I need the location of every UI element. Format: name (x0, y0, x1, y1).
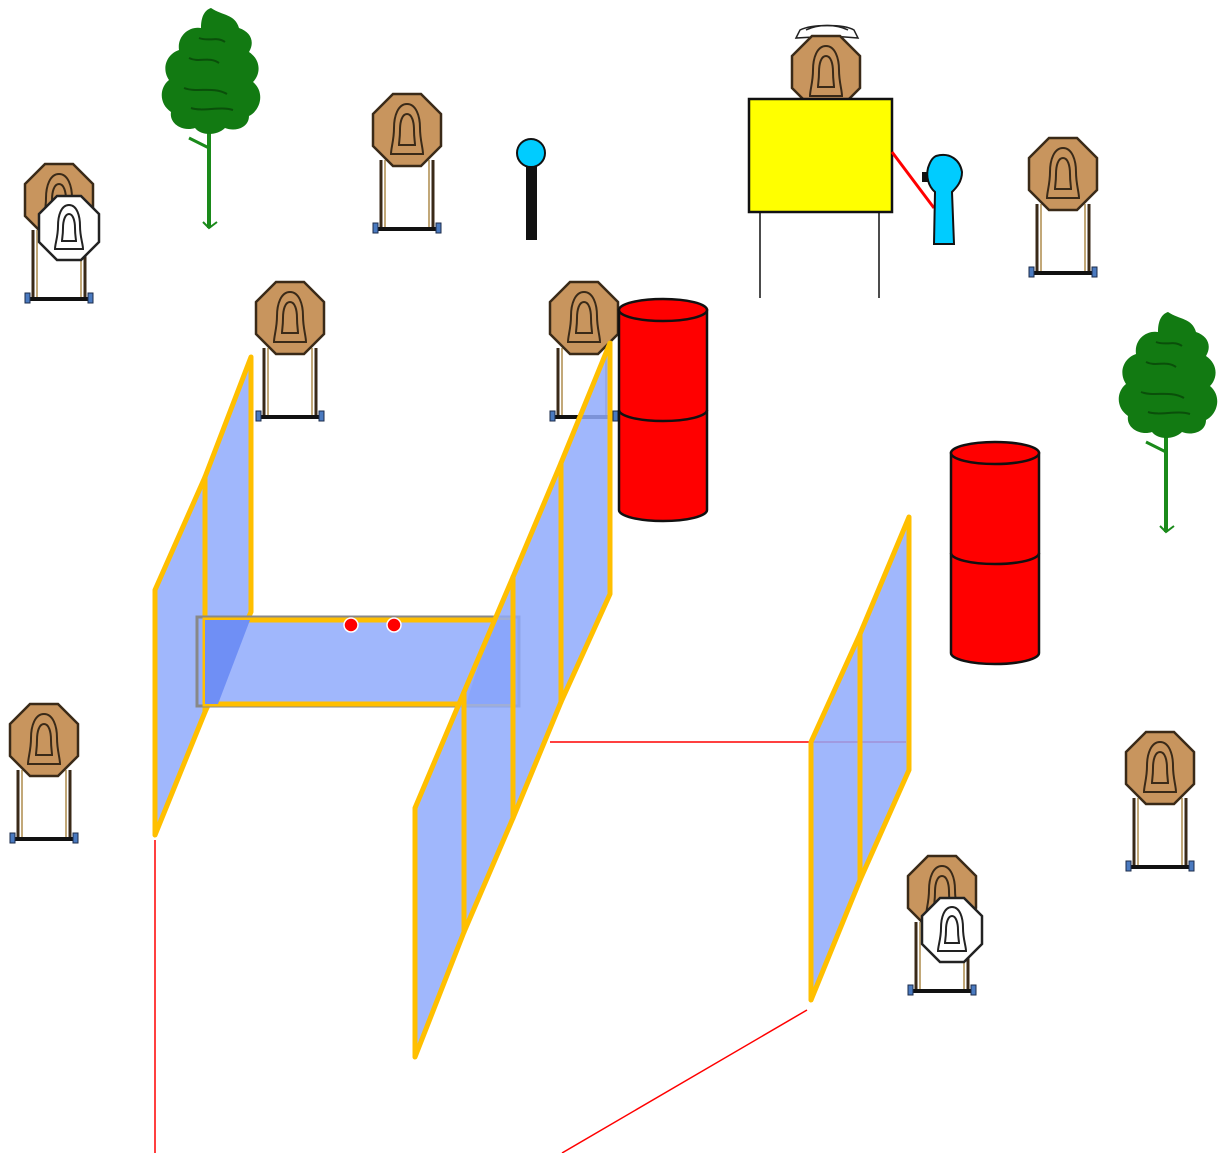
barrel-stack (951, 442, 1039, 664)
swinger-target (749, 26, 934, 299)
wall-panel-icon (811, 517, 909, 1000)
paper-target (1126, 732, 1194, 871)
swinger-box (749, 99, 892, 212)
wall-panel-icon (155, 357, 251, 835)
tree-left (162, 8, 261, 228)
barrel-stack (619, 299, 707, 521)
paper-target (256, 282, 324, 421)
start-marker-icon (387, 618, 401, 632)
paper-target (373, 94, 441, 233)
start-marker-icon (344, 618, 358, 632)
pole-marker-icon (517, 139, 545, 240)
no-shoot-target (922, 898, 982, 962)
no-shoot-target (39, 196, 99, 260)
tree-right (1119, 312, 1218, 532)
paper-target (10, 704, 78, 843)
fault-line-right (562, 1010, 807, 1153)
paper-target (1029, 138, 1097, 277)
